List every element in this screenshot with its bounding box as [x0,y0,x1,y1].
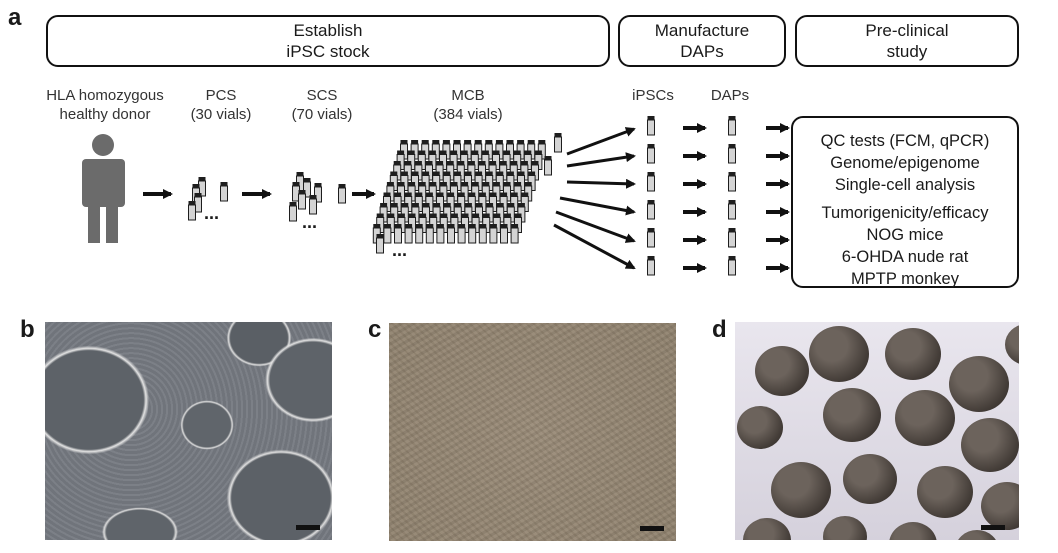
vial-icon [728,199,736,220]
mcb-label-line1: MCB [451,87,485,104]
spheroid [885,328,941,381]
scs-vials-icon [289,171,346,222]
pcs-label: PCS (30 vials) [176,86,266,124]
spheroid [1005,324,1019,365]
establish-ipsc-stock-box: Establish iPSC stock [46,15,610,67]
vial-icon [728,143,736,164]
vial-icon [728,115,736,136]
pre-clinical-tests-box: QC tests (FCM, qPCR) Genome/epigenome Si… [791,116,1019,288]
mcb-ellipsis: ... [392,240,408,260]
mcb-to-ipscs-arrows [553,127,636,270]
donor-person-icon [82,134,125,243]
spheroid [809,326,869,382]
vial-icon [383,223,392,244]
pcs-label-line2: (30 vials) [190,106,252,123]
scs-label-line2: (70 vials) [291,106,353,123]
vial-icon [647,255,655,276]
donor-label-line2: healthy donor [59,106,151,123]
manufacture-line2: DAPs [680,42,724,61]
spheroid [917,466,973,519]
qc-item: Genome/epigenome [830,154,980,172]
qc-item: QC tests (FCM, qPCR) [820,132,990,150]
qc-item: MPTP monkey [851,270,959,288]
establish-line1: Establish [293,21,363,40]
spheroid [895,390,955,446]
spheroid [823,516,867,540]
donor-label: HLA homozygous healthy donor [30,86,180,124]
pcs-label-line1: PCS [205,87,237,104]
vial-icon [647,115,655,136]
panel-label-b: b [20,316,35,343]
vial-icon [478,223,487,244]
spheroid [949,356,1009,412]
vial-icon [647,199,655,220]
qc-item: NOG mice [866,226,944,244]
scale-bar [981,525,1005,530]
spheroid [981,482,1019,531]
qc-item: Tumorigenicity/efficacy [821,204,989,222]
vial-icon [728,171,736,192]
spheroid [743,518,791,540]
preclinical-line2: study [886,42,928,61]
scs-ellipsis: ... [302,212,318,232]
ipsc-colonies-micrograph [45,322,332,540]
scale-bar [640,526,664,531]
vial-icon [647,227,655,248]
scs-label-line1: SCS [306,87,338,104]
qc-item: Single-cell analysis [834,176,976,194]
vial-icon [647,171,655,192]
vial-icon [425,223,434,244]
pre-clinical-study-box: Pre-clinical study [795,15,1019,67]
establish-line2: iPSC stock [286,42,370,61]
vial-icon [510,223,519,244]
vial-icon [436,223,445,244]
vial-icon [489,223,498,244]
panel-label-c: c [368,316,382,343]
vial-icon [447,223,455,244]
manufacture-line1: Manufacture [654,21,750,40]
vial-icon [728,255,736,276]
vial-icon [647,143,655,164]
pcs-ellipsis: ... [204,203,220,223]
spheroid [955,530,999,540]
ipsc-dap-columns [647,115,790,276]
daps-label: DAPs [710,87,750,104]
spheroid [823,388,881,442]
spheroid [889,522,937,540]
scs-label: SCS (70 vials) [277,86,367,124]
spheroids-micrograph [735,322,1019,540]
vial-icon [728,227,736,248]
dense-cell-culture-micrograph [389,323,676,541]
vial-icon [468,223,477,244]
preclinical-line1: Pre-clinical [865,21,949,40]
spheroid [755,346,809,397]
spheroid [961,418,1019,472]
vial-icon [415,223,424,244]
mcb-label-line2: (384 vials) [433,106,503,123]
spheroid [843,454,897,505]
panel-label-a: a [8,4,22,31]
mcb-label: MCB (384 vials) [418,86,518,124]
spheroid [737,406,783,449]
panel-label-d: d [712,316,727,343]
vial-icon [457,223,466,244]
vial-icon [500,223,508,244]
scale-bar [296,525,320,530]
qc-item: 6-OHDA nude rat [841,248,969,266]
donor-label-line1: HLA homozygous [46,87,164,104]
mcb-vial-grid-icon [372,139,546,244]
workflow-diagram [82,115,790,276]
manufacture-daps-box: Manufacture DAPs [618,15,786,67]
ipscs-label: iPSCs [632,87,674,104]
spheroid [771,462,831,518]
